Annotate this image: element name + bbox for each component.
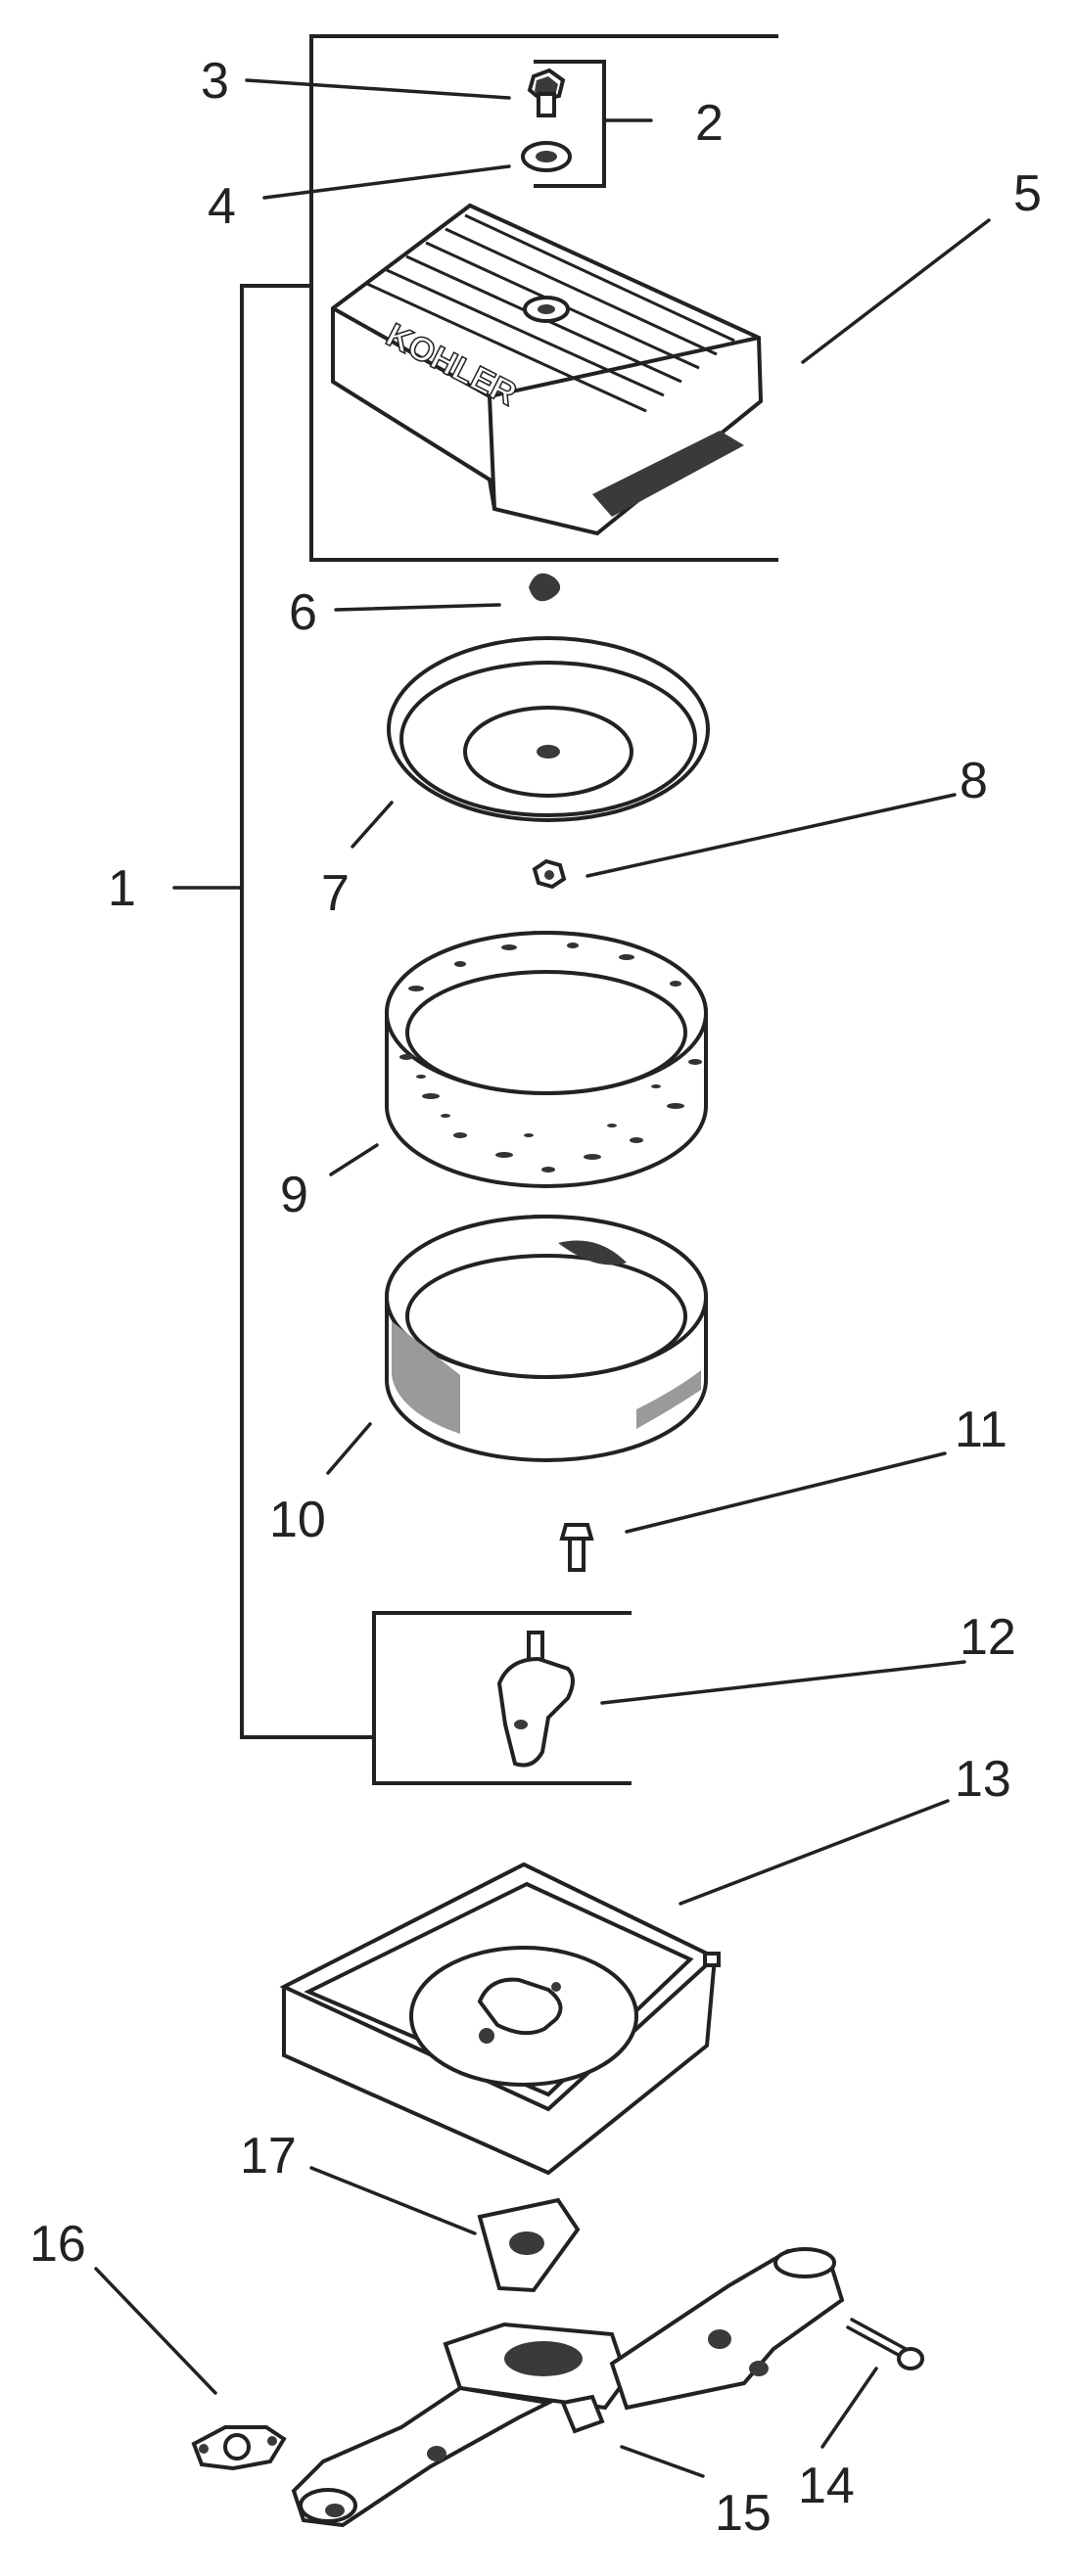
- callout-1: 1: [108, 860, 136, 917]
- callout-13: 13: [955, 1751, 1011, 1808]
- callout-7: 7: [321, 865, 350, 922]
- part-15-intake-manifold: [291, 2247, 845, 2528]
- part-14-screw: [846, 2318, 924, 2370]
- callout-15: 15: [715, 2485, 772, 2542]
- part-7-element-cover: [387, 636, 710, 822]
- bracket-group-2: [534, 60, 653, 188]
- callout-4: 4: [208, 178, 236, 235]
- callout-17: 17: [240, 2128, 297, 2185]
- bracket-group-12-box: [372, 1611, 632, 1785]
- callout-2: 2: [695, 95, 724, 152]
- part-6-wing-nut: [529, 573, 561, 602]
- callout-8: 8: [960, 753, 988, 809]
- part-5-air-cleaner-cover: KOHLER: [331, 203, 764, 536]
- callout-6: 6: [289, 584, 317, 641]
- callout-14: 14: [798, 2458, 855, 2514]
- part-17-gasket: [477, 2197, 581, 2293]
- callout-9: 9: [280, 1167, 308, 1223]
- bracket-group-5-box: [309, 34, 778, 562]
- leader-lines: [94, 78, 991, 2478]
- callout-labels: 1 2 3 4 5 6 7 8 9 10 11 12 13 14 15 16 1…: [29, 53, 1042, 2542]
- part-4-washer: [521, 141, 572, 172]
- callout-12: 12: [960, 1609, 1016, 1666]
- part-12-bracket: [496, 1631, 575, 1768]
- bracket-group-1: [172, 284, 374, 1739]
- part-8-nut: [532, 858, 567, 890]
- callout-5: 5: [1013, 165, 1042, 222]
- part-11-bolt: [559, 1523, 594, 1572]
- part-16-gasket: [191, 2425, 287, 2471]
- part-9-precleaner-foam: [385, 931, 708, 1188]
- part-10-air-filter-element: [385, 1215, 708, 1462]
- callout-10: 10: [269, 1492, 326, 1548]
- part-13-air-cleaner-base: [279, 1862, 721, 2176]
- foam-texture: [399, 943, 702, 1173]
- callout-16: 16: [29, 2216, 86, 2273]
- part-3-wing-nut: [527, 68, 566, 117]
- callout-11: 11: [955, 1402, 1007, 1458]
- callout-3: 3: [201, 53, 229, 110]
